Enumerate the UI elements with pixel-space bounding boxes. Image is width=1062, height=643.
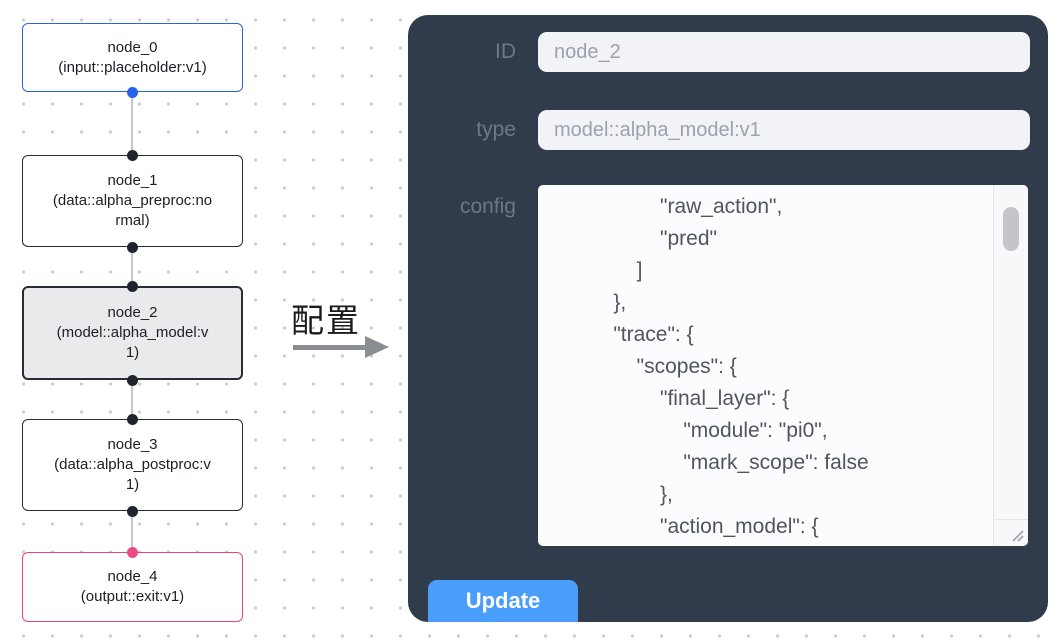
node-type-label: (output::exit:v1) [80,588,185,605]
port-node0-out[interactable] [127,87,138,98]
config-scrollbar[interactable] [993,185,1028,546]
edge-node2-node3 [131,380,133,419]
arrow-line [293,345,367,350]
node-2-model-selected[interactable]: node_2 (model::alpha_model:v1) [22,286,243,380]
node-title: node_2 [107,304,158,321]
node-type-label: (input::placeholder:v1) [58,58,207,76]
node-title: node_0 [107,38,158,56]
node-title: node_4 [107,568,158,585]
port-node1-out[interactable] [127,242,138,253]
node-1-preproc[interactable]: node_1 (data::alpha_preproc:normal) [22,155,243,247]
type-input[interactable] [538,110,1030,150]
node-4-output[interactable]: node_4 (output::exit:v1) [22,552,243,622]
port-node2-out[interactable] [127,375,138,386]
node-3-postproc[interactable]: node_3 (data::alpha_postproc:v1) [22,419,243,511]
resize-grip-icon[interactable] [994,519,1028,546]
config-json-text: "raw_action", "pred" ] }, "trace": { "sc… [613,195,869,538]
node-title: node_3 [107,436,158,453]
config-textarea[interactable]: "raw_action", "pred" ] }, "trace": { "sc… [538,185,1028,546]
port-node1-in[interactable] [127,150,138,161]
node-type-label: (data::alpha_postproc:v1) [54,456,211,493]
port-node4-in[interactable] [127,547,138,558]
id-input[interactable] [538,32,1030,72]
edge-node1-node2 [131,247,133,286]
node-type-label: (data::alpha_preproc:normal) [52,192,213,229]
node-0-input[interactable]: node_0 (input::placeholder:v1) [22,23,243,92]
node-config-panel: ID type config "raw_action", "pred" ] },… [408,15,1048,622]
port-node2-in[interactable] [127,281,138,292]
configure-annotation: 配置 [291,302,361,339]
type-field-label: type [476,118,516,141]
port-node3-in[interactable] [127,414,138,425]
id-field-label: ID [495,40,516,63]
edge-node0-node1 [131,92,133,155]
edge-node3-node4 [131,511,133,552]
node-type-label: (model::alpha_model:v1) [56,324,209,361]
config-field-label: config [459,195,516,218]
update-button[interactable]: Update [428,580,578,622]
config-scrollbar-thumb[interactable] [1003,207,1019,251]
node-title: node_1 [107,172,158,189]
arrow-right-icon [365,336,389,358]
port-node3-out[interactable] [127,506,138,517]
